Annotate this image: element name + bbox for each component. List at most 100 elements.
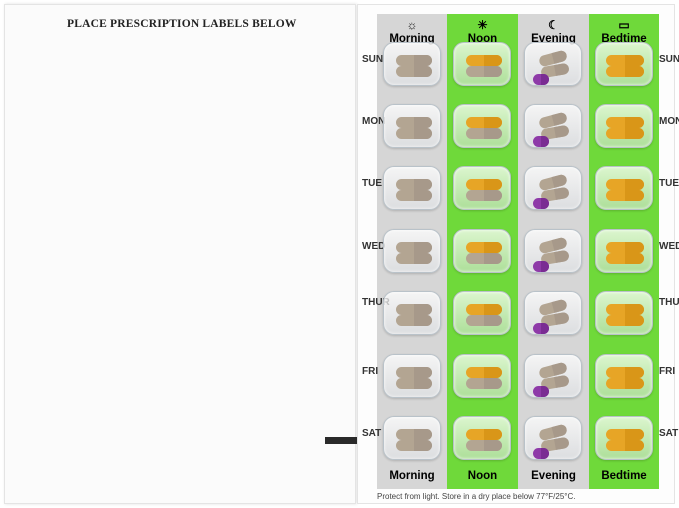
blister-tue-evening[interactable] <box>524 166 582 210</box>
day-label-wed-right: WED <box>659 241 679 252</box>
blister-fri-evening[interactable] <box>524 354 582 398</box>
capsule-cap <box>541 448 549 459</box>
blister-thur-evening[interactable] <box>524 291 582 335</box>
blister-mon-noon[interactable] <box>453 104 511 148</box>
blister-wed-evening[interactable] <box>524 229 582 273</box>
capsule-cap <box>551 298 568 313</box>
day-label-mon-right: MON <box>659 116 679 127</box>
capsule-cap <box>414 190 432 201</box>
day-label-sun-left: SUN <box>362 54 384 65</box>
capsule-cap <box>554 124 570 138</box>
capsule-orange <box>606 179 644 190</box>
blister-fri-bedtime[interactable] <box>595 354 653 398</box>
capsule-cap <box>625 253 644 264</box>
day-label-fri-left: FRI <box>362 366 379 377</box>
capsule-cap <box>541 198 549 209</box>
capsule-cap <box>554 186 570 200</box>
capsule-tan <box>396 242 432 253</box>
blister-sat-morning[interactable] <box>383 416 441 460</box>
capsule-cap <box>625 429 644 440</box>
capsule-purple <box>533 323 549 334</box>
blister-thur-morning[interactable] <box>383 291 441 335</box>
capsule-orange <box>606 440 644 451</box>
capsule-cap <box>414 253 432 264</box>
day-label-sat-right: SAT <box>659 428 679 439</box>
blister-sat-bedtime[interactable] <box>595 416 653 460</box>
barcode-strip <box>325 437 363 444</box>
capsule-purple <box>533 198 549 209</box>
capsule-purple <box>533 261 549 272</box>
blister-thur-bedtime[interactable] <box>595 291 653 335</box>
capsule-tan <box>396 190 432 201</box>
capsule-cap <box>625 190 644 201</box>
day-label-wed-left: WED <box>362 241 386 252</box>
capsule-cap <box>484 117 502 128</box>
capsule-orange <box>606 242 644 253</box>
day-label-thur-right: THUR <box>659 297 679 308</box>
capsule-tan <box>396 429 432 440</box>
capsule-cap <box>551 111 568 126</box>
blister-thur-noon[interactable] <box>453 291 511 335</box>
capsule-tan <box>466 315 502 326</box>
capsule-orange <box>466 242 502 253</box>
capsule-cap <box>414 242 432 253</box>
day-label-sun-right: SUN <box>659 54 679 65</box>
capsule-orange <box>466 117 502 128</box>
day-label-sat-left: SAT <box>362 428 382 439</box>
capsule-cap <box>414 304 432 315</box>
blister-mon-bedtime[interactable] <box>595 104 653 148</box>
day-label-fri-right: FRI <box>659 366 676 377</box>
day-label-tue-left: TUE <box>362 178 382 189</box>
column-footer-evening: Evening <box>531 470 576 482</box>
blister-wed-morning[interactable] <box>383 229 441 273</box>
capsule-tan <box>396 179 432 190</box>
capsule-tan <box>396 378 432 389</box>
capsule-orange <box>606 304 644 315</box>
blister-sun-bedtime[interactable] <box>595 42 653 86</box>
capsule-tan <box>396 55 432 66</box>
blister-tue-morning[interactable] <box>383 166 441 210</box>
capsule-cap <box>625 367 644 378</box>
capsule-tan <box>396 128 432 139</box>
blister-sat-noon[interactable] <box>453 416 511 460</box>
sun-icon: ☀ <box>477 18 488 32</box>
sunrise-icon: ☼ <box>406 18 418 32</box>
blister-sun-noon[interactable] <box>453 42 511 86</box>
blister-fri-morning[interactable] <box>383 354 441 398</box>
blister-tue-noon[interactable] <box>453 166 511 210</box>
capsule-orange <box>466 179 502 190</box>
capsule-cap <box>484 429 502 440</box>
capsule-cap <box>414 429 432 440</box>
blister-tue-bedtime[interactable] <box>595 166 653 210</box>
capsule-tan <box>466 378 502 389</box>
capsule-cap <box>551 236 568 251</box>
blister-fri-noon[interactable] <box>453 354 511 398</box>
blister-wed-bedtime[interactable] <box>595 229 653 273</box>
column-footer-noon: Noon <box>467 470 498 482</box>
capsule-cap <box>551 361 568 376</box>
blister-wed-noon[interactable] <box>453 229 511 273</box>
capsule-tan <box>396 304 432 315</box>
capsule-cap <box>554 436 570 450</box>
blister-sun-morning[interactable] <box>383 42 441 86</box>
capsule-cap <box>625 242 644 253</box>
blister-sat-evening[interactable] <box>524 416 582 460</box>
capsule-cap <box>414 66 432 77</box>
capsule-tan <box>396 315 432 326</box>
capsule-cap <box>625 315 644 326</box>
capsule-tan <box>466 253 502 264</box>
bed-icon: ▭ <box>618 18 630 32</box>
capsule-cap <box>554 311 570 325</box>
blister-mon-evening[interactable] <box>524 104 582 148</box>
capsule-orange <box>606 429 644 440</box>
blister-mon-morning[interactable] <box>383 104 441 148</box>
capsule-cap <box>484 190 502 201</box>
capsule-cap <box>541 74 549 85</box>
blister-sun-evening[interactable] <box>524 42 582 86</box>
capsule-orange <box>606 66 644 77</box>
capsule-tan <box>466 128 502 139</box>
capsule-cap <box>625 378 644 389</box>
capsule-cap <box>541 386 549 397</box>
capsule-tan <box>396 66 432 77</box>
pill-organizer-card: Protect from light. Store in a dry place… <box>357 4 679 504</box>
